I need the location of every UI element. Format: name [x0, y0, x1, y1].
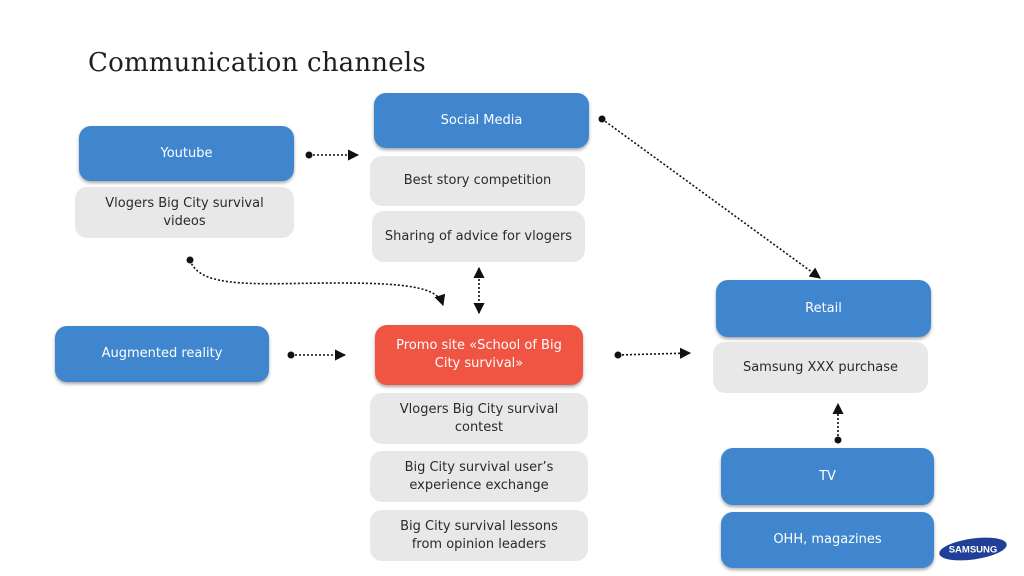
promo-item-opinion-leaders: Big City survival lessons from opinion l… [370, 510, 588, 561]
connector-social-retail [601, 118, 821, 279]
page-title: Communication channels [88, 48, 426, 78]
promo-item-experience-exchange: Big City survival user’s experience exch… [370, 451, 588, 502]
connector-promo-retail [617, 347, 692, 359]
connector-dot [614, 351, 622, 359]
augmented-reality-node: Augmented reality [55, 326, 269, 382]
connector-dot [186, 256, 194, 264]
connector-dot [598, 115, 606, 123]
connector-dot [287, 351, 295, 359]
promo-site-node: Promo site «School of Big City survival» [375, 325, 583, 385]
retail-item-purchase: Samsung XXX purchase [713, 342, 928, 393]
social-media-item-sharing-advice: Sharing of advice for vlogers [372, 211, 585, 262]
connector-dot [305, 151, 313, 159]
retail-node: Retail [716, 280, 931, 337]
svg-text:SAMSUNG: SAMSUNG [949, 545, 998, 556]
youtube-node: Youtube [79, 126, 294, 181]
samsung-logo: SAMSUNG [939, 537, 1007, 561]
youtube-item-vlogers-videos: Vlogers Big City survival videos [75, 187, 294, 238]
promo-item-vlogers-contest: Vlogers Big City survival contest [370, 393, 588, 444]
connector-youtube-promo [189, 259, 446, 307]
connector-dot [834, 436, 842, 444]
tv-item-ohh-magazines: OHH, magazines [721, 512, 934, 568]
social-media-item-story-competition: Best story competition [370, 156, 585, 206]
social-media-node: Social Media [374, 93, 589, 148]
tv-node: TV [721, 448, 934, 505]
